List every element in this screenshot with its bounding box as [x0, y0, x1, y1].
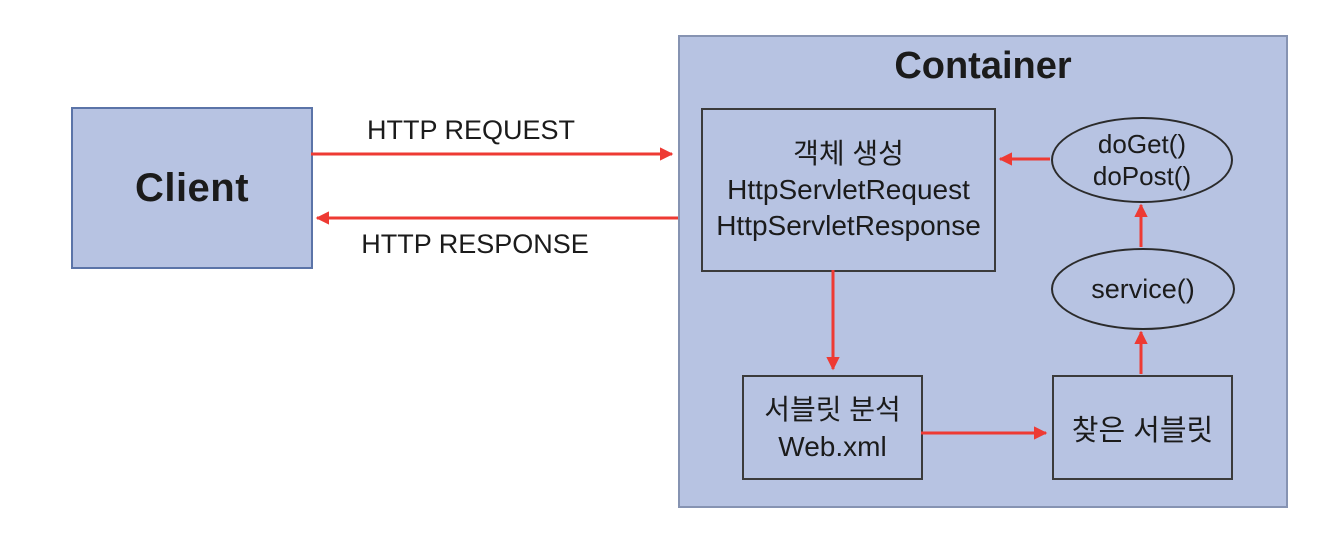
object-creation-line2: HttpServletRequest: [727, 174, 970, 205]
servlet-analysis-line1: 서블릿 분석: [764, 393, 901, 425]
container-title: Container: [894, 45, 1072, 87]
object-creation-line3: HttpServletResponse: [716, 210, 981, 241]
http-response-label: HTTP RESPONSE: [361, 229, 589, 259]
client-node: Client: [71, 107, 313, 269]
object-creation-node: 객체 생성 HttpServletRequest HttpServletResp…: [701, 108, 996, 272]
servlet-analysis-node: 서블릿 분석 Web.xml: [742, 375, 923, 480]
http-request-label: HTTP REQUEST: [366, 115, 576, 145]
found-servlet-node: 찾은 서블릿: [1052, 375, 1233, 480]
service-node: service(): [1051, 248, 1235, 330]
dopost-label: doPost(): [1092, 161, 1192, 191]
found-servlet-label: 찾은 서블릿: [1071, 414, 1214, 447]
client-label: Client: [134, 165, 250, 210]
doget-dopost-node: doGet() doPost(): [1051, 117, 1233, 203]
object-creation-line1: 객체 생성: [793, 138, 904, 169]
servlet-analysis-line2: Web.xml: [778, 430, 887, 462]
service-label: service(): [1091, 273, 1195, 304]
doget-label: doGet(): [1097, 129, 1187, 159]
